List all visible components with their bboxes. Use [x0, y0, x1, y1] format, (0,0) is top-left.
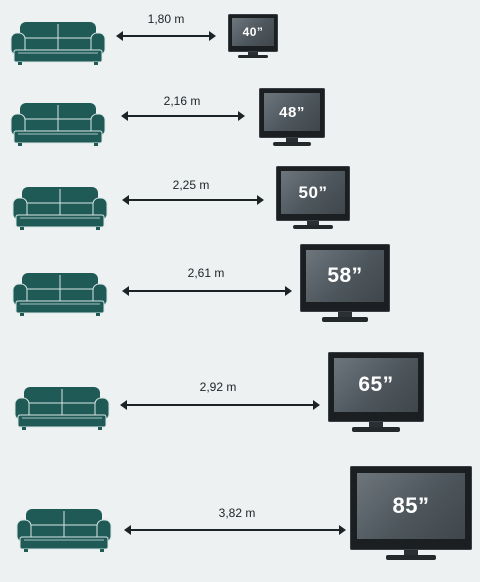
distance-label: 1,80 m	[147, 12, 185, 26]
distance-arrow-icon	[122, 286, 292, 296]
tv-size-label: 58”	[327, 264, 363, 287]
row-58: 2,61 m 58”	[0, 242, 480, 326]
row-40: 1,80 m 40”	[0, 0, 480, 70]
distance-arrow-icon	[120, 400, 320, 410]
sofa-icon	[16, 508, 112, 553]
row-50: 2,25 m 50”	[0, 162, 480, 242]
sofa-icon	[12, 186, 108, 231]
tv-size-label: 65”	[358, 373, 394, 396]
distance-label: 3,82 m	[218, 506, 256, 520]
sofa-icon	[10, 21, 106, 66]
tv-icon: 50”	[276, 166, 350, 230]
tv-icon: 40”	[228, 14, 278, 58]
sofa-icon	[14, 386, 110, 431]
distance-label: 2,61 m	[187, 266, 225, 280]
tv-size-label: 40”	[242, 25, 264, 39]
tv-icon: 58”	[300, 244, 390, 324]
tv-icon: 85”	[350, 466, 472, 562]
distance-label: 2,92 m	[199, 380, 237, 394]
row-85: 3,82 m 85”	[0, 462, 480, 578]
distance-arrow-icon	[122, 195, 264, 205]
tv-icon: 65”	[328, 352, 424, 434]
distance-arrow-icon	[124, 525, 346, 535]
tv-size-label: 48”	[279, 103, 305, 121]
distance-label: 2,25 m	[172, 178, 210, 192]
tv-size-label: 50”	[298, 182, 328, 202]
row-65: 2,92 m 65”	[0, 350, 480, 440]
distance-arrow-icon	[121, 111, 245, 121]
tv-icon: 48”	[259, 88, 325, 146]
sofa-icon	[10, 102, 106, 147]
distance-label: 2,16 m	[163, 94, 201, 108]
tv-size-label: 85”	[392, 493, 430, 518]
row-48: 2,16 m 48”	[0, 78, 480, 158]
sofa-icon	[12, 272, 108, 317]
distance-arrow-icon	[116, 31, 216, 41]
